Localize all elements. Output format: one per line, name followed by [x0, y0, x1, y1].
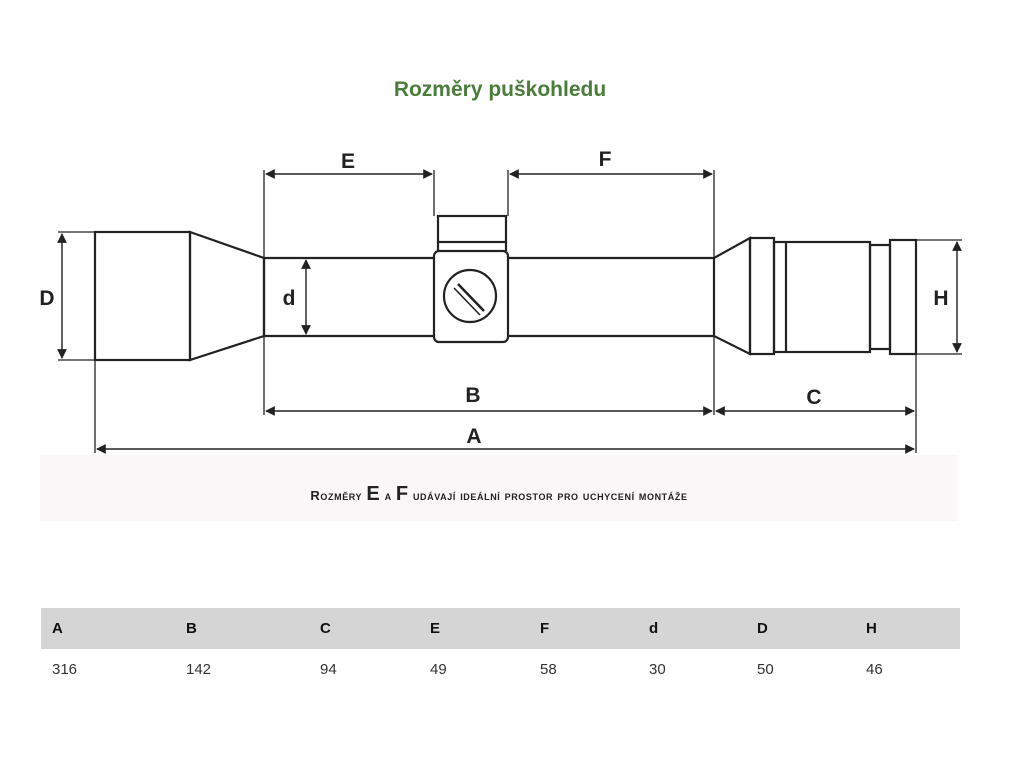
label-d-upper: D [39, 287, 54, 310]
eyepiece-body [772, 240, 872, 354]
label-a: A [466, 425, 481, 448]
caption-prefix: Rozměry [310, 488, 363, 503]
turret-box [432, 249, 510, 344]
value-e: 49 [430, 661, 447, 678]
header-d-small: d [638, 608, 746, 649]
header-c: C [309, 608, 419, 649]
table-header-row: A B C E F d D H [41, 608, 960, 649]
value-b: 142 [186, 661, 212, 678]
value-c: 94 [320, 661, 337, 678]
caption-box: Rozměry E a F udávají ideální prostor pr… [40, 455, 958, 521]
label-h: H [933, 287, 948, 310]
objective-taper [188, 230, 266, 362]
caption-f: F [395, 483, 409, 505]
caption-suffix: udávají ideální prostor pro uchycení mon… [412, 488, 688, 503]
turret-cap [436, 214, 508, 244]
value-f: 58 [540, 661, 557, 678]
table-row: 316 142 94 49 58 30 50 46 [41, 649, 960, 690]
caption-middle: a [384, 488, 392, 503]
scope-dimension-diagram: E F D d H B C A [39, 148, 962, 454]
caption-e: E [366, 483, 381, 505]
label-c: C [806, 386, 821, 409]
ocular-end [888, 238, 918, 356]
value-d-large: 50 [757, 661, 774, 678]
header-a: A [41, 608, 175, 649]
power-ring [748, 236, 776, 356]
dimension-arrows [57, 169, 962, 454]
label-f: F [599, 148, 612, 171]
header-d-large: D [746, 608, 855, 649]
label-d-lower: d [283, 287, 296, 310]
header-e: E [419, 608, 529, 649]
header-b: B [175, 608, 309, 649]
value-h: 46 [866, 661, 883, 678]
header-h: H [855, 608, 960, 649]
label-e: E [341, 150, 355, 173]
value-d-small: 30 [649, 661, 666, 678]
page-title: Rozměry puškohledu [393, 78, 607, 101]
windage-dial [442, 268, 498, 324]
value-a: 316 [52, 661, 78, 678]
eyepiece-taper [712, 236, 752, 356]
header-f: F [529, 608, 638, 649]
label-b: B [465, 384, 480, 407]
objective-bell [93, 230, 192, 362]
extension-lines [58, 170, 962, 453]
dimensions-table: A B C E F d D H 316 142 94 49 58 30 50 4… [41, 608, 960, 690]
ocular-ring [868, 243, 892, 351]
caption-text: Rozměry E a F udávají ideální prostor pr… [40, 483, 958, 506]
scope-outline [93, 214, 918, 362]
